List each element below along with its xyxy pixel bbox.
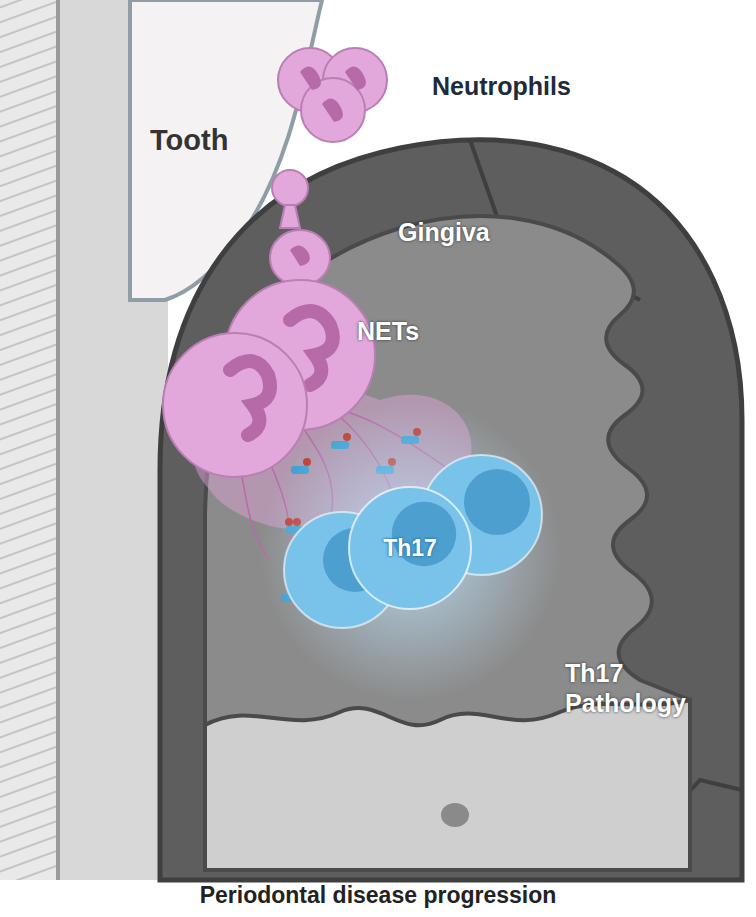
transmigrating-neutrophil — [270, 170, 330, 286]
connective-tissue — [205, 700, 690, 870]
root-hatch — [0, 0, 58, 880]
part-label: Tooth — [150, 124, 228, 157]
region-label: NETs — [357, 317, 419, 346]
th17-cells — [284, 455, 542, 628]
cell-label: Th17 — [383, 535, 437, 562]
neutrophil-cluster — [278, 48, 387, 142]
region-label: Th17 Pathology — [565, 658, 675, 718]
cell-label: Neutrophils — [432, 72, 571, 101]
th17-cell: Th17 — [348, 486, 472, 610]
caption: Periodontal disease progression — [0, 882, 756, 909]
gingiva-outer — [160, 140, 742, 880]
region-label: Gingiva — [398, 218, 490, 247]
